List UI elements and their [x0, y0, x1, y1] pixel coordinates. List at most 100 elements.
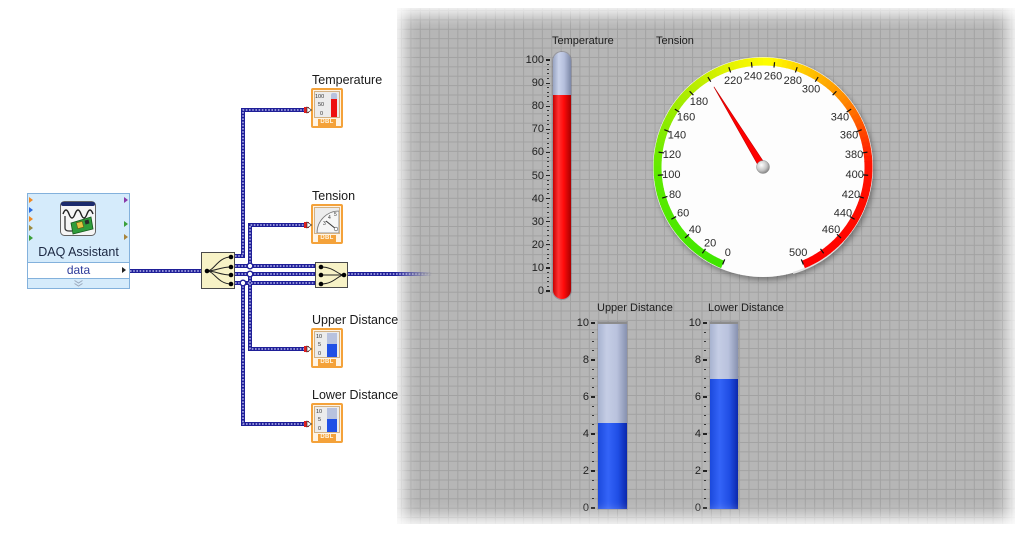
- major-tick: [591, 470, 595, 472]
- scale-label: 8: [694, 354, 701, 366]
- minor-tick: [592, 452, 594, 453]
- scale-label: 2: [694, 465, 701, 477]
- upper-distance-terminal[interactable]: 10 5 0 DBL: [311, 328, 343, 368]
- daq-assistant-title: DAQ Assistant: [38, 245, 119, 259]
- scale-label: 0: [694, 502, 701, 514]
- tension-label: Tension: [656, 35, 694, 47]
- gauge-scale-label: 40: [689, 224, 701, 236]
- major-tick: [703, 396, 707, 398]
- major-tick: [703, 322, 707, 324]
- minor-tick: [547, 142, 549, 144]
- wire-to-tension[interactable]: [248, 223, 306, 266]
- minor-tick: [704, 452, 706, 453]
- major-tick: [546, 82, 550, 84]
- minor-tick: [592, 350, 594, 352]
- scale-label: 50: [531, 169, 544, 182]
- gauge-scale-label: 300: [802, 83, 820, 95]
- tension-terminal[interactable]: 3 4 5 DBL: [311, 204, 343, 244]
- data-output-terminal[interactable]: data: [28, 262, 129, 279]
- upper-distance-terminal-label: Upper Distance: [312, 313, 399, 327]
- svg-text:50: 50: [318, 102, 324, 108]
- scale-label: 4: [582, 428, 589, 440]
- scale-label: 10: [576, 317, 589, 329]
- minor-tick: [592, 415, 594, 416]
- minor-tick: [547, 73, 549, 75]
- data-terminal-label: data: [66, 263, 91, 277]
- minor-tick: [547, 285, 549, 287]
- terminal-input-connector[interactable]: [304, 106, 312, 114]
- major-tick: [703, 470, 707, 472]
- minor-tick: [547, 239, 549, 241]
- minor-tick: [704, 442, 706, 444]
- minor-tick: [547, 156, 549, 158]
- lower-distance-tank[interactable]: [710, 322, 738, 509]
- major-tick: [591, 396, 595, 398]
- minor-tick: [547, 276, 549, 278]
- major-tick: [546, 244, 550, 246]
- merge-signals-node[interactable]: [315, 262, 348, 288]
- output-terminal[interactable]: [124, 197, 128, 203]
- chevron-double-down-icon[interactable]: [28, 279, 129, 288]
- minor-tick: [592, 442, 594, 444]
- output-terminal[interactable]: [124, 221, 128, 227]
- temperature-terminal-label: Temperature: [312, 73, 383, 87]
- minor-tick: [547, 248, 549, 250]
- temperature-label: Temperature: [552, 35, 614, 47]
- output-terminal[interactable]: [124, 234, 128, 240]
- minor-tick: [592, 331, 594, 333]
- major-tick: [591, 433, 595, 435]
- terminal-input-connector[interactable]: [304, 221, 312, 229]
- input-terminal[interactable]: [29, 225, 33, 231]
- gauge-scale-label: 500: [789, 247, 807, 259]
- terminal-input-connector[interactable]: [304, 420, 312, 428]
- minor-tick: [704, 498, 706, 500]
- gauge-rim-highlight: [792, 241, 844, 274]
- temperature-terminal[interactable]: 100 50 0 DBL: [311, 88, 343, 128]
- wire-to-lower-distance[interactable]: [241, 283, 306, 426]
- major-tick: [591, 359, 595, 361]
- wire-to-upper-distance[interactable]: [248, 274, 306, 351]
- svg-text:0: 0: [318, 426, 321, 432]
- gauge-scale-label: 340: [830, 111, 848, 123]
- minor-tick: [547, 207, 549, 209]
- input-terminal[interactable]: [29, 235, 33, 241]
- wire-to-temperature[interactable]: [235, 108, 306, 258]
- scale-label: 0: [537, 285, 544, 297]
- scale-label: 6: [582, 391, 589, 403]
- lower-distance-terminal[interactable]: 10 5 0 DBL: [311, 403, 343, 443]
- minor-tick: [547, 262, 549, 264]
- input-terminal[interactable]: [29, 216, 33, 222]
- dynamic-data-wires[interactable]: [130, 108, 432, 426]
- input-terminal[interactable]: [29, 197, 33, 203]
- gauge-scale-label: 60: [677, 207, 689, 219]
- gauge-color-band: [653, 57, 873, 268]
- input-terminal[interactable]: [29, 207, 33, 213]
- scale-label: 90: [531, 77, 544, 90]
- lower-distance-terminal-label: Lower Distance: [312, 388, 399, 402]
- gauge-scale-label: 100: [662, 169, 680, 181]
- data-type-badge: DBL: [318, 434, 336, 441]
- gauge-scale-label: 240: [743, 70, 761, 82]
- scale-label: 4: [694, 428, 701, 440]
- minor-tick: [592, 424, 594, 426]
- major-tick: [703, 433, 707, 435]
- temperature-thermometer[interactable]: [553, 52, 571, 299]
- split-signals-node[interactable]: [201, 252, 235, 289]
- minor-tick: [547, 188, 549, 190]
- scale-label: 10: [688, 317, 701, 329]
- gauge-scale-label: 220: [724, 75, 742, 87]
- svg-text:0: 0: [318, 351, 321, 357]
- minor-tick: [592, 368, 594, 370]
- terminal-input-connector[interactable]: [304, 345, 312, 353]
- minor-tick: [547, 258, 549, 260]
- minor-tick: [704, 424, 706, 426]
- gauge-scale-label: 460: [822, 224, 840, 236]
- daq-assistant-node[interactable]: DAQ Assistant data: [27, 193, 130, 289]
- gauge-ticks: [657, 61, 868, 265]
- minor-tick: [547, 114, 549, 116]
- major-tick: [546, 128, 550, 130]
- upper-distance-tank[interactable]: [598, 322, 627, 509]
